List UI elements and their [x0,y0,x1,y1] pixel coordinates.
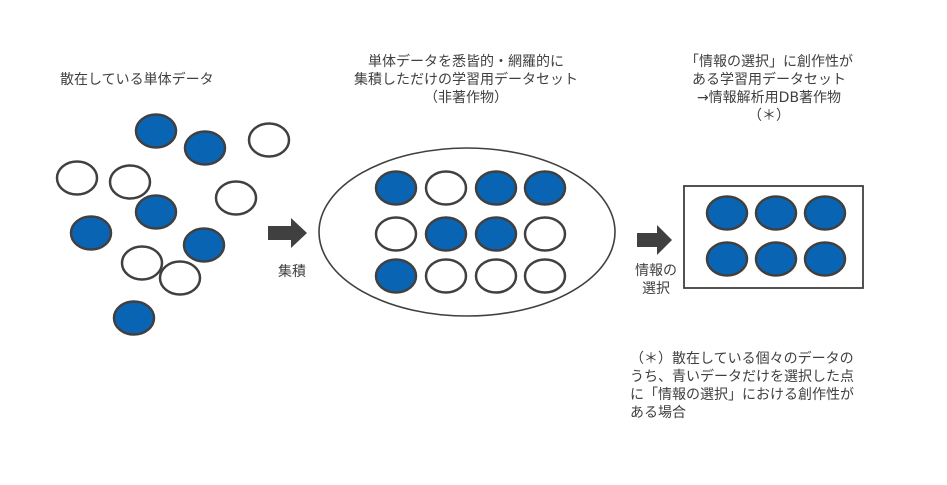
dataset-circle-filled [474,216,518,252]
footnote-line: に「情報の選択」における創作性が [630,387,854,403]
dataset-circle-empty [523,258,567,294]
dataset-circle-empty [424,258,468,294]
data-circle-filled [182,227,226,263]
dataset-title-line: （非著作物） [424,90,508,106]
data-circle-empty [108,164,152,200]
selection-label-line: 情報の [635,263,677,279]
data-circle-empty [55,160,99,196]
footnote: （＊）散在している個々のデータの うち、青いデータだけを選択した点 に「情報の選… [630,350,854,422]
footnote-line: うち、青いデータだけを選択した点 [630,369,854,385]
db-circle-filled [705,241,749,277]
footnote-line: （＊）散在している個々のデータの [630,351,854,367]
db-title-line: （＊） [748,108,790,124]
data-circle-filled [134,194,178,230]
selection-label: 情報の 選択 [626,262,686,298]
dataset-circles [374,170,567,294]
selection-arrow [637,225,672,255]
data-circle-filled [134,113,178,149]
data-circle-empty [158,260,202,296]
dataset-title-line: 集積しただけの学習用データセット [354,72,578,88]
db-circle-filled [803,241,847,277]
db-circle-filled [705,195,749,231]
data-circle-empty [120,245,164,281]
db-title-line: 「情報の選択」に創作性が [685,54,853,70]
dataset-circle-filled [523,170,567,206]
db-title-line: →情報解析用DB著作物 [696,90,842,106]
scattered-data-title: 散在している単体データ [60,72,214,88]
db-circle-filled [803,195,847,231]
dataset-circle-empty [424,170,468,206]
db-circle-filled [754,241,798,277]
aggregate-label: 集積 [278,264,306,280]
dataset-circle-empty [374,216,418,252]
dataset-circle-filled [374,170,418,206]
dataset-title: 単体データを悉皆的・網羅的に 集積しただけの学習用データセット （非著作物） [341,53,591,107]
scattered-data-circles [55,113,291,336]
dataset-title-line: 単体データを悉皆的・網羅的に [368,54,564,70]
db-title-line: ある学習用データセット [692,72,846,88]
dataset-circle-empty [474,258,518,294]
selection-label-line: 選択 [642,281,670,297]
data-circle-filled [112,300,156,336]
dataset-circle-filled [424,216,468,252]
dataset-circle-empty [523,216,567,252]
data-circle-filled [183,130,227,166]
aggregate-arrow [268,218,307,248]
db-circle-filled [754,195,798,231]
data-circle-empty [214,180,258,216]
dataset-circle-filled [374,258,418,294]
data-circle-empty [247,122,291,158]
dataset-circle-filled [474,170,518,206]
database-circles [705,195,847,277]
data-circle-filled [69,215,113,251]
db-title: 「情報の選択」に創作性が ある学習用データセット →情報解析用DB著作物 （＊） [659,53,879,125]
footnote-line: ある場合 [630,405,686,421]
